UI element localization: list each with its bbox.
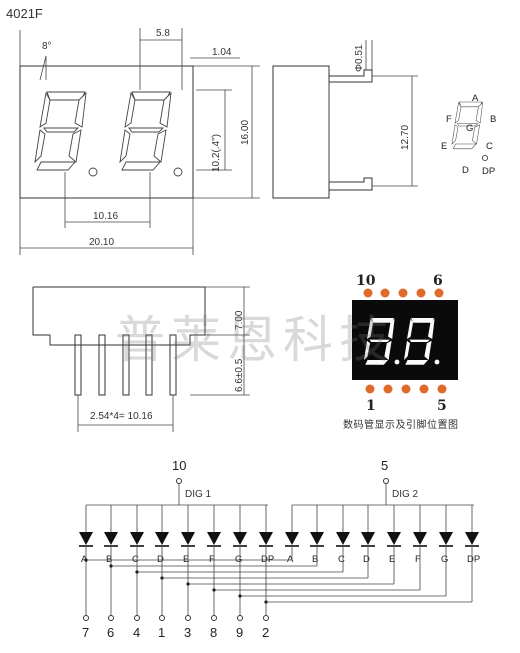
dig1-diode-e xyxy=(181,505,195,547)
bottom-pin-label: 8 xyxy=(210,625,217,640)
dig2-seg-label: G xyxy=(441,554,448,565)
bottom-pin-label: 4 xyxy=(133,625,140,640)
digit-height-label: 10.2(.4") xyxy=(211,134,222,172)
dig2-seg-label: DP xyxy=(467,554,480,565)
dig1-label: DIG 1 xyxy=(185,489,212,500)
dig1-diode-d xyxy=(155,505,169,547)
dig1-diode-dp xyxy=(259,505,273,547)
dig2-label: DIG 2 xyxy=(392,489,419,500)
pin-spacing-label: 2.54*4= 10.16 xyxy=(90,411,153,422)
dig1-seg-label: G xyxy=(235,554,242,565)
photo-digit-2 xyxy=(404,318,435,365)
bottom-pin-label: 7 xyxy=(82,625,89,640)
caption: 数码管显示及引脚位置图 xyxy=(343,420,459,431)
dig2-diode-b xyxy=(310,505,324,547)
dig1-seg-label: B xyxy=(106,554,112,565)
dig2-pin: 5 xyxy=(381,458,388,473)
dig1-diode-c xyxy=(130,505,144,547)
dig1-diode-a xyxy=(79,505,93,547)
dig2-diode-c xyxy=(336,505,350,547)
bottom-view: 7.00 6.6±0.5 2.54*4= 10.16 xyxy=(32,286,250,432)
dig1-diode-b xyxy=(104,505,118,547)
photo-pin-5: 5 xyxy=(437,398,447,414)
front-dp-1 xyxy=(88,167,98,177)
part-number: 4021F xyxy=(6,6,43,21)
dig2-diode-dp xyxy=(465,505,479,547)
bottom-pin-label: 6 xyxy=(107,625,114,640)
segmap-a: A xyxy=(472,93,479,104)
dig2-seg-label: A xyxy=(287,554,294,565)
bottom-pin-label: 9 xyxy=(236,625,243,640)
angle-label: 8° xyxy=(42,41,52,52)
photo-body xyxy=(352,300,458,380)
photo-digit-1 xyxy=(364,318,395,365)
width-label: 20.10 xyxy=(89,237,114,248)
front-digit-1 xyxy=(34,91,87,171)
segment-width-label: 1.04 xyxy=(212,47,232,58)
dig2-seg-label: F xyxy=(415,554,421,565)
photo-pin-6: 6 xyxy=(433,273,443,289)
dig2-diode-f xyxy=(413,505,427,547)
dig2-seg-label: D xyxy=(363,554,370,565)
photo-pin-1: 1 xyxy=(366,398,376,414)
front-view: 8° 5.8 1.04 10.2(.4") 16.00 10.16 xyxy=(19,28,260,255)
watermark: 普莱恩科技 xyxy=(115,311,395,369)
dig2-seg-label: B xyxy=(312,554,318,565)
dig1-seg-label: DP xyxy=(261,554,274,565)
dig2-diode-d xyxy=(361,505,375,547)
digit-pitch-label: 10.16 xyxy=(93,211,118,222)
dig1-seg-label: C xyxy=(132,554,139,565)
segmap-c: C xyxy=(486,141,493,152)
segmap-d: D xyxy=(462,165,469,176)
bottom-pin-label: 2 xyxy=(262,625,269,640)
side-body-outline xyxy=(272,65,330,199)
pin-diameter-label: Φ0.51 xyxy=(354,44,365,72)
segmap-dp: DP xyxy=(482,166,495,177)
segmap-b: B xyxy=(490,114,496,125)
front-digit-2 xyxy=(119,91,172,171)
dig2-seg-label: C xyxy=(338,554,345,565)
dig1-seg-label: E xyxy=(183,554,189,565)
pin-span-label: 12.70 xyxy=(400,125,411,150)
bottom-pin-label: 1 xyxy=(158,625,165,640)
pin-length-label: 6.6±0.5 xyxy=(234,358,245,392)
front-body-outline xyxy=(19,65,194,199)
segmap-e: E xyxy=(441,141,447,152)
dig2-diode-a xyxy=(285,505,299,547)
photo-pin-10: 10 xyxy=(356,273,376,289)
side-view: Φ0.51 12.70 xyxy=(272,40,418,199)
segmap-f: F xyxy=(446,114,452,125)
body-depth-label: 7.00 xyxy=(234,310,245,330)
bottom-pin-label: 3 xyxy=(184,625,191,640)
segment-map: A B C D E F G DP xyxy=(441,93,496,177)
dig1-pin: 10 xyxy=(172,458,186,473)
segmap-g: G xyxy=(466,123,473,134)
front-dp-2 xyxy=(173,167,183,177)
dig2-seg-label: E xyxy=(389,554,395,565)
pitch-top-label: 5.8 xyxy=(156,28,170,39)
height-label: 16.00 xyxy=(240,120,251,145)
dig1-diode-f xyxy=(207,505,221,547)
dig1-diode-g xyxy=(233,505,247,547)
dig1-seg-label: F xyxy=(209,554,215,565)
dig1-seg-label: D xyxy=(157,554,164,565)
display-photo: 10 6 1 5 xyxy=(352,273,458,414)
dig2-diode-g xyxy=(439,505,453,547)
dig2-diode-e xyxy=(387,505,401,547)
